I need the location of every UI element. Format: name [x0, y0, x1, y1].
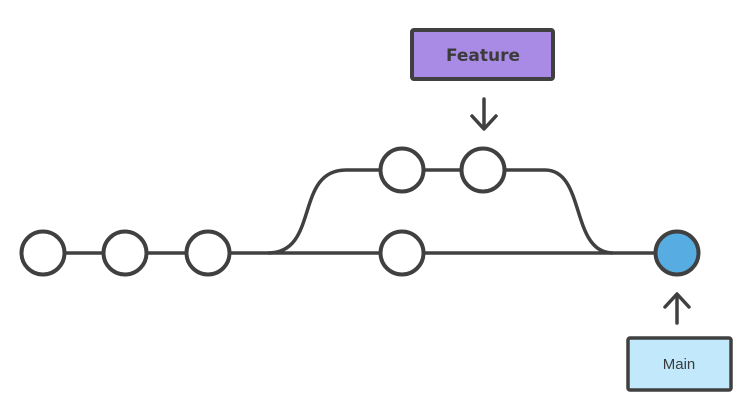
main-commit-1 [19, 229, 67, 277]
main-label: Main [663, 356, 696, 373]
main-head-commit [653, 229, 701, 277]
main-commit-2 [101, 229, 149, 277]
feature-label-box [410, 28, 555, 81]
merge-in-curve [544, 168, 614, 255]
main-commit-3 [184, 229, 232, 277]
feature-label: Feature [446, 46, 520, 66]
main-label-box [626, 336, 733, 392]
arrow-down-icon [470, 97, 498, 131]
feature-commit-2 [459, 146, 507, 194]
branch-out-curve [267, 168, 347, 255]
arrow-up-icon [663, 292, 691, 325]
feature-commit-1 [378, 146, 426, 194]
main-commit-4 [378, 229, 426, 277]
